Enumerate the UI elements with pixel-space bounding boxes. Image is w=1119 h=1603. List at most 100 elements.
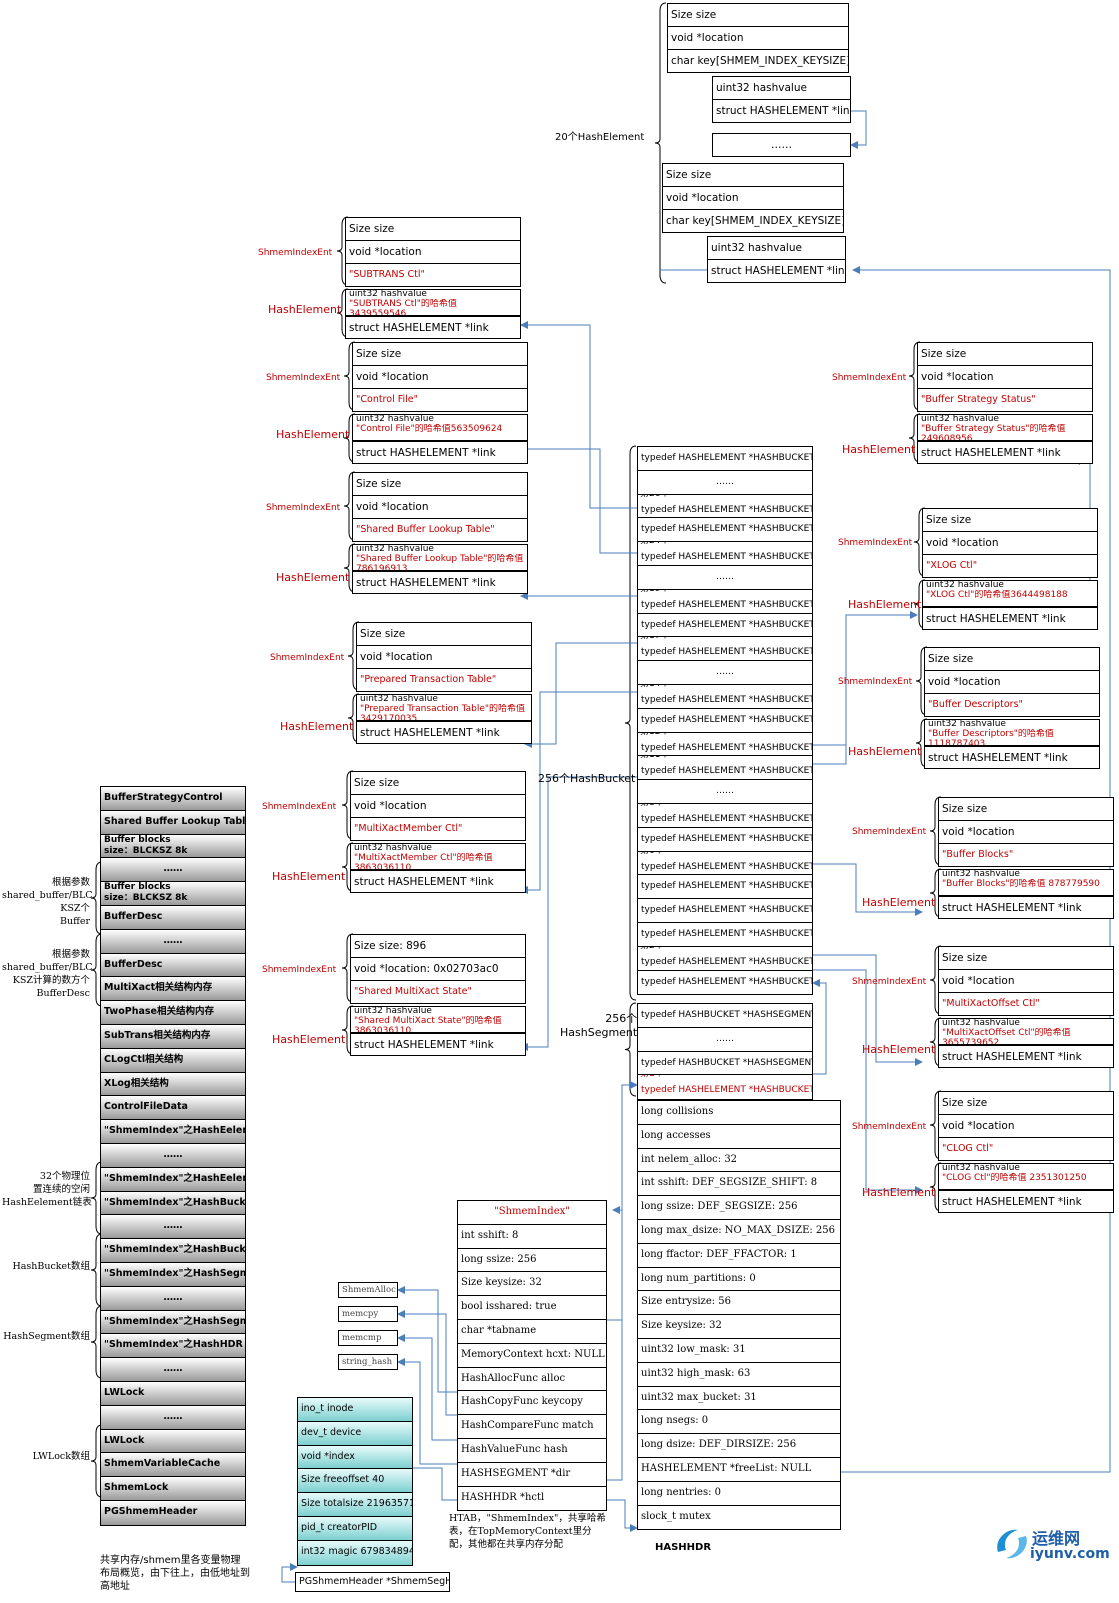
row: void *location xyxy=(351,795,525,818)
memory-side-label: LWLock数组 xyxy=(32,1451,90,1462)
hashelement-box: uint32 hashvalue"Buffer Descriptors"的哈希值… xyxy=(924,719,1100,769)
shmemseghdr-pointer: PGShmemHeader *ShmemSegHdr xyxy=(295,1572,450,1592)
match-link xyxy=(397,1334,457,1441)
top-elem-1: Size size void *location char key[SHMEM_… xyxy=(667,3,849,73)
segment-index: 第1个 xyxy=(640,1075,664,1079)
row: struct HASHELEMENT *link xyxy=(711,265,845,277)
hashhdr-field: int nelem_alloc: 32 xyxy=(638,1149,840,1173)
ent-brace xyxy=(908,341,921,411)
bucket-row: typedef HASHELEMENT *HASHBUCKET xyxy=(638,447,812,471)
hashelement-box: uint32 hashvalue"Buffer Strategy Status"… xyxy=(917,414,1093,464)
row: "CLOG Ctl"的哈希值 2351301250 xyxy=(939,1173,1113,1190)
logo-swirl-icon xyxy=(997,1529,1027,1559)
bucket-link-mxo xyxy=(813,954,923,1066)
htab-caption: HTAB，"ShmemIndex"，共享哈希表，在TopMemoryContex… xyxy=(449,1513,606,1550)
hashelement-label: HashElement xyxy=(842,443,916,456)
row: uint32 hashvalue xyxy=(356,545,434,554)
bucket-row: 第24个 typedef HASHELEMENT *HASHBUCKET xyxy=(638,542,812,566)
segment-text: typedef HASHBUCKET *HASHSEGMENT xyxy=(641,1010,812,1020)
bucket-row: 第17个typedef HASHELEMENT *HASHBUCKET xyxy=(638,637,812,662)
memory-block: PGShmemHeader xyxy=(101,1500,245,1525)
hashelement-label: HashElement xyxy=(862,1043,936,1056)
row: struct HASHELEMENT *link xyxy=(939,896,1113,920)
top-group-brace xyxy=(654,2,667,284)
row: "SUBTRANS Ctl"的哈希值 3439559546 xyxy=(346,299,520,316)
row: memcpy xyxy=(342,1309,379,1319)
bucket-row: typedef HASHELEMENT *HASHBUCKET xyxy=(638,709,812,733)
bucket-index: 第24个 xyxy=(640,542,669,546)
shmemindexent-label: ShmemIndexEnt xyxy=(852,1122,927,1132)
row: uint32 hashvalue xyxy=(360,695,438,704)
row: "Control File" xyxy=(356,394,418,405)
hashelement-label: HashElement xyxy=(862,896,936,909)
bucket-text: …… xyxy=(716,667,734,678)
row: void *location xyxy=(923,532,1097,555)
row: uint32 hashvalue xyxy=(356,415,434,424)
shmemindexent-label: ShmemIndexEnt xyxy=(832,373,907,383)
memory-side-label: HashBucket数组 xyxy=(12,1261,90,1272)
bucket-text: typedef HASHELEMENT *HASHBUCKET xyxy=(641,552,812,563)
row: struct HASHELEMENT *link xyxy=(351,870,525,894)
bucket-link-subtrans xyxy=(520,321,637,509)
mem-brace xyxy=(90,1424,103,1498)
row: "Buffer Descriptors"的哈希值 1118787403 xyxy=(925,729,1099,746)
ent-brace xyxy=(929,1090,942,1160)
bucket-brace xyxy=(624,445,637,1001)
seghdr-field: Size freeoffset 40 xyxy=(298,1469,412,1494)
segment-row: typedef HASHBUCKET *HASHSEGMENT xyxy=(638,1052,812,1076)
row: uint32 hashvalue xyxy=(354,844,432,853)
row: struct HASHELEMENT *link xyxy=(353,571,527,595)
row: uint32 hashvalue xyxy=(349,290,427,299)
hashelement-label: HashElement xyxy=(848,598,922,611)
hashelement-label: HashElement xyxy=(862,1186,936,1199)
htab-field: HashCompareFunc match xyxy=(458,1415,606,1439)
mem-brace xyxy=(90,1161,103,1235)
bucket-row: …… xyxy=(638,566,812,590)
hashelement-box: uint32 hashvalue"CLOG Ctl"的哈希值 235130125… xyxy=(938,1163,1114,1213)
memory-block: TwoPhase相关结构内存 xyxy=(101,1001,245,1025)
htab-field: HASHSEGMENT *dir xyxy=(458,1463,606,1487)
memory-block: "ShmemIndex"之HashHDR xyxy=(101,1334,245,1359)
row: void *location xyxy=(939,1115,1113,1138)
shmemindexent-label: ShmemIndexEnt xyxy=(838,538,913,548)
row: void *location xyxy=(668,27,848,50)
shmemindexent-label: ShmemIndexEnt xyxy=(258,248,333,258)
row: "MultiXactOffset Ctl"的哈希值 3655739652 xyxy=(939,1028,1113,1045)
row: "Shared Buffer Lookup Table" xyxy=(356,524,495,535)
bucket-text: typedef HASHELEMENT *HASHBUCKET xyxy=(641,714,812,725)
func-box: memcmp xyxy=(338,1330,398,1346)
seghdr-field: Size totalsize 219635712 xyxy=(298,1493,412,1517)
segment-brace xyxy=(624,1002,637,1097)
bucket-row: 第26个typedef HASHELEMENT *HASHBUCKET xyxy=(638,495,812,519)
row: "Buffer Blocks"的哈希值 878779590 xyxy=(939,879,1113,896)
bucket-text: …… xyxy=(716,476,734,487)
memory-block: "ShmemIndex"之HashSegment xyxy=(101,1310,245,1335)
row: ShmemAlloc xyxy=(342,1285,396,1295)
row: uint32 hashvalue xyxy=(928,720,1006,729)
segment-text: typedef HASHBUCKET *HASHSEGMENT xyxy=(641,1057,812,1068)
top-link-1 xyxy=(850,110,867,149)
hashhdr-field: long dsize: DEF_DIRSIZE: 256 xyxy=(638,1434,840,1458)
bucket-text: typedef HASHELEMENT *HASHBUCKET xyxy=(641,647,812,658)
row: struct HASHELEMENT *link xyxy=(939,1190,1113,1214)
hashelement-box: uint32 hashvalue"MultiXactOffset Ctl"的哈希… xyxy=(938,1018,1114,1068)
memory-block: MultiXact相关结构内存 xyxy=(101,977,245,1002)
top-dots: …… xyxy=(712,133,851,157)
segment-text: …… xyxy=(716,1033,734,1044)
bucket-text: typedef HASHELEMENT *HASHBUCKET xyxy=(641,956,812,967)
ent-brace xyxy=(913,507,926,577)
row: "CLOG Ctl" xyxy=(942,1143,994,1154)
bucket-index: 第14个 xyxy=(640,685,669,689)
bucket-link-control xyxy=(520,445,637,554)
row: struct HASHELEMENT *link xyxy=(346,316,520,340)
bucket-row: 第14个typedef HASHELEMENT *HASHBUCKET xyxy=(638,685,812,709)
ent-brace xyxy=(341,933,354,1003)
row: "Shared MultiXact State" xyxy=(354,986,472,997)
row: uint32 hashvalue xyxy=(942,1019,1020,1028)
row: Size size xyxy=(351,772,525,795)
